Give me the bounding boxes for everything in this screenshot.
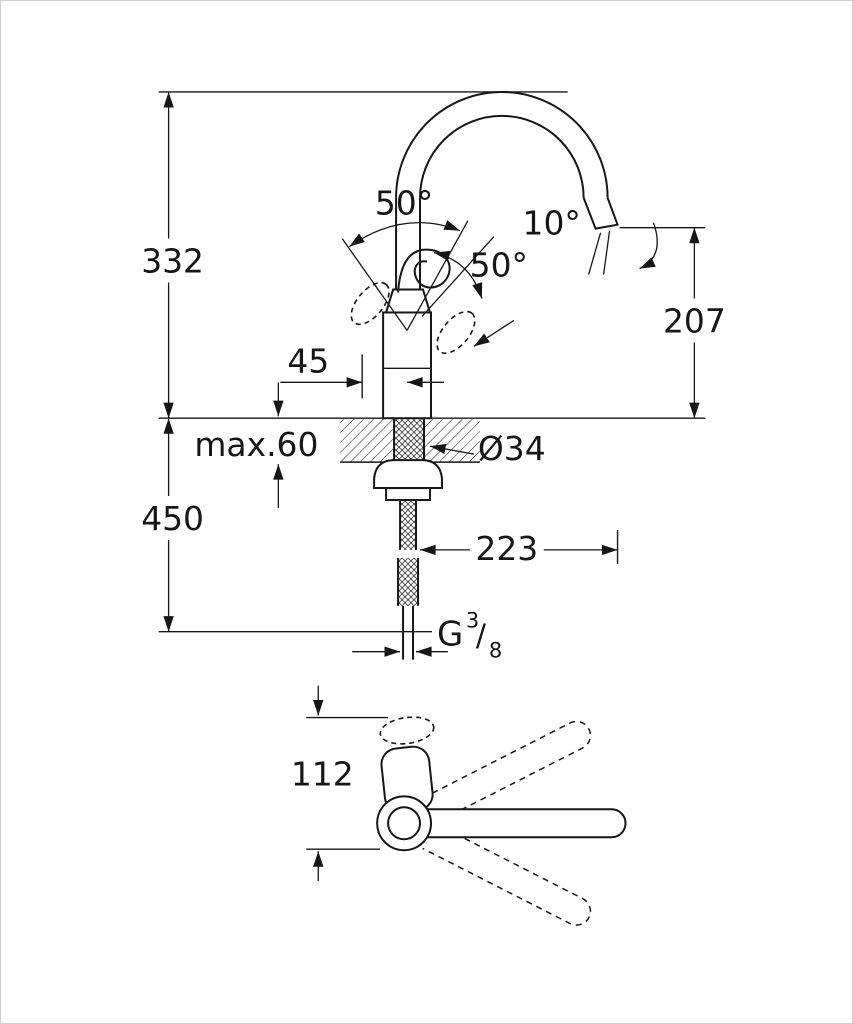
handle-lever: [397, 248, 451, 293]
spout-arc-outer: [395, 91, 609, 198]
handle-position-right-dashed: [436, 310, 476, 355]
spout-swivel-down-dashed: [422, 822, 592, 926]
spout-swivel-up-dashed: [422, 720, 592, 824]
dimension-labels: 332 450 207 223 45 max.60 Ø34 50° 50° 10…: [138, 184, 731, 793]
hole-diameter-label: Ø34: [478, 429, 546, 468]
spout-arm-top-view: [426, 808, 627, 839]
thread-denominator: 8: [489, 639, 502, 663]
tilt-angle-line-left: [341, 238, 408, 331]
outlet-angle-arrow: [639, 222, 658, 270]
outlet-height-label: 207: [663, 301, 726, 340]
spout-outlet-tip: [582, 197, 619, 230]
handle-swivel-angle-label: 50°: [470, 246, 528, 285]
swivel-clearance-label: 112: [291, 754, 354, 793]
threaded-rod: [400, 500, 417, 550]
handle-tilt-angle-label: 50°: [375, 184, 433, 223]
outlet-angle-line-b: [602, 230, 611, 275]
faucet-top-view: [376, 716, 627, 926]
counter-section: [340, 419, 480, 463]
tilt-angle-arc: [348, 220, 461, 248]
spout-reach-label: 223: [475, 529, 538, 568]
thread-size-label: G 3 / 8: [437, 609, 502, 663]
faucet-body: [382, 311, 432, 420]
swivel-angle-arc: [433, 250, 483, 299]
thread-numerator: 3: [466, 609, 479, 633]
mounting-flange: [373, 459, 443, 490]
handle-position-left-dashed: [350, 281, 390, 326]
hole-diameter-leader: [429, 443, 475, 455]
braided-hose: [398, 557, 419, 606]
thread-letter: G: [437, 615, 463, 654]
thread-divider: /: [476, 619, 487, 654]
threaded-shank: [394, 419, 425, 461]
handle-forward-dashed: [379, 716, 435, 745]
outlet-angle-line-a: [587, 232, 602, 275]
total-height-label: 332: [141, 242, 204, 281]
counter-hatch-left: [340, 419, 395, 463]
max-thickness-label: max.60: [194, 425, 318, 464]
mounting-hardware: [373, 419, 443, 660]
spout-arc-inner: [419, 115, 585, 198]
body-inner-circle: [387, 806, 422, 841]
base-offset-label: 45: [287, 341, 329, 380]
under-counter-label: 450: [141, 499, 204, 538]
outlet-angle-label: 10°: [523, 204, 581, 243]
swivel-leader-arrow: [473, 319, 515, 347]
counter-hatch-right: [422, 419, 480, 463]
angle-annotations: [341, 220, 658, 347]
mounting-nut: [385, 487, 431, 502]
faucet-side-view: [350, 91, 619, 420]
